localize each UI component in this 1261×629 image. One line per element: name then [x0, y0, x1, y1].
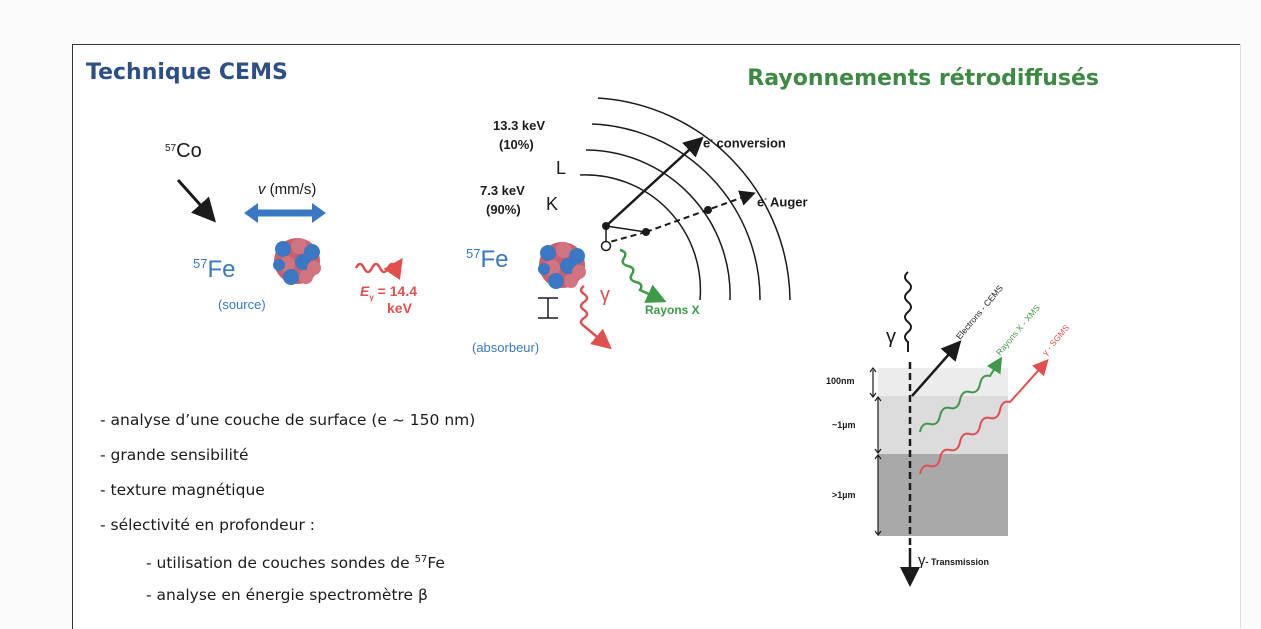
label-transmission: γ- Transmission — [918, 552, 990, 569]
auger-line — [605, 231, 647, 244]
sub-bullet-item: - utilisation de couches sondes de 57Fe — [146, 554, 445, 572]
bullet-list: - analyse d’une couche de surface (e ~ 1… — [100, 410, 475, 620]
velocity-double-arrow — [244, 203, 326, 223]
label-depth-100nm: 100nm — [826, 376, 855, 386]
label-shell-L: L — [556, 158, 567, 178]
label-13kev: 13.3 keV — [493, 118, 546, 133]
label-fe-source: 57Fe — [193, 256, 236, 283]
label-electrons-cems: Electrons - CEMS — [954, 283, 1005, 341]
label-gamma-sgms: γ - SGMS — [1040, 322, 1072, 357]
bullet-item: - sélectivité en profondeur : — [100, 516, 316, 534]
label-rayons-x-xms: Rayons X - XMS — [994, 302, 1042, 357]
label-gamma-absorber: γ — [600, 284, 610, 306]
label-7kev: 7.3 keV — [480, 183, 525, 198]
title-rayonnements: Rayonnements rétrodiffusés — [747, 66, 1099, 91]
label-conversion: e- conversion — [703, 135, 786, 151]
conversion-arrow — [605, 136, 704, 227]
caption-source: (source) — [218, 297, 266, 312]
label-energy-unit: keV — [387, 300, 412, 316]
slide-right-edge — [1240, 44, 1241, 628]
label-fe-absorber: 57Fe — [466, 246, 509, 273]
label-10pct: (10%) — [499, 137, 534, 152]
depth-brackets — [869, 367, 882, 536]
absorber-nucleus — [538, 242, 586, 289]
atomic-shells — [579, 97, 791, 301]
bullet-item: - texture magnétique — [100, 481, 265, 499]
sgms-wave — [919, 359, 1049, 475]
electrons-arrow — [911, 340, 962, 397]
scattered-gamma-wave — [579, 284, 612, 350]
xray-wave — [619, 248, 667, 303]
depth-layers — [878, 368, 1008, 536]
label-energy: Eγ = 14.4 — [360, 283, 417, 302]
label-90pct: (90%) — [486, 202, 521, 217]
source-nucleus — [273, 238, 321, 285]
slide-frame — [72, 44, 1241, 629]
label-velocity: v (mm/s) — [258, 181, 317, 198]
emitted-gamma-wave — [354, 257, 403, 281]
decay-arrow — [176, 178, 217, 223]
xms-wave — [919, 356, 1003, 433]
label-depth-gt1um: >1µm — [832, 490, 856, 500]
sub-bullet-item: - analyse en énergie spectromètre β — [146, 586, 428, 604]
label-cobalt: 57Co — [165, 140, 202, 162]
auger-arrow — [645, 190, 756, 233]
label-auger: e- Auger — [757, 194, 808, 210]
bullet-item: - grande sensibilité — [100, 446, 249, 464]
label-depth-1um: ~1µm — [832, 420, 856, 430]
thickness-marker — [538, 297, 558, 319]
vacancy — [600, 240, 612, 252]
label-rayons-x: Rayons X — [645, 303, 700, 317]
title-technique: Technique CEMS — [86, 60, 288, 85]
bullet-item: - analyse d’une couche de surface (e ~ 1… — [100, 411, 476, 429]
label-incident-gamma: γ — [886, 326, 896, 348]
caption-absorber: (absorbeur) — [472, 340, 540, 355]
label-shell-K: K — [546, 194, 559, 214]
incident-gamma-wave — [904, 271, 912, 352]
